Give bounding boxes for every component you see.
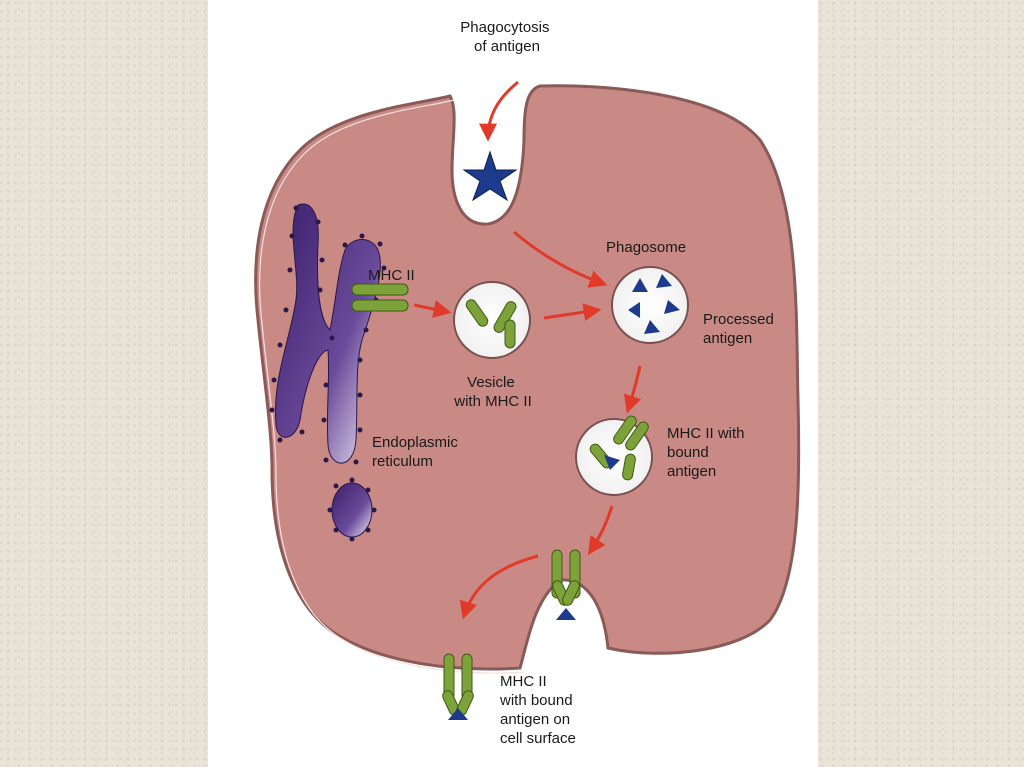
label-processed-antigen: Processed antigen xyxy=(703,311,778,347)
phagosome xyxy=(611,266,689,344)
cell-body xyxy=(254,84,801,671)
arrow-er-to-vesicle xyxy=(413,300,452,318)
arrow-bound-to-surface xyxy=(588,505,614,555)
label-mhc-ii-cell-surface: MHC II with bound antigen on cell surfac… xyxy=(499,673,577,747)
mhc-ii-in-er xyxy=(351,283,409,312)
arrow-to-phagosome xyxy=(513,230,608,288)
mhc-ii-cell-surface xyxy=(442,653,474,720)
cell-membrane-inner xyxy=(259,99,525,674)
label-endoplasmic-reticulum: Endoplasmic reticulum xyxy=(372,434,462,470)
vesicle-with-mhc-ii xyxy=(453,281,531,359)
pathway-arrows xyxy=(413,80,642,620)
mhc-ii-surface-notch xyxy=(551,549,581,620)
label-phagosome: Phagosome xyxy=(606,239,686,256)
label-phagocytosis: Phagocytosis of antigen xyxy=(460,19,553,55)
label-vesicle: Vesicle with MHC II xyxy=(453,374,532,410)
antigen-star xyxy=(462,150,518,202)
arrow-to-cell-surface xyxy=(459,554,539,620)
endoplasmic-reticulum xyxy=(269,203,387,542)
arrow-phagocytosis xyxy=(479,80,519,142)
label-mhc-ii: MHC II xyxy=(368,267,415,284)
arrow-phagosome-to-bound xyxy=(624,365,642,414)
label-mhc-ii-bound: MHC II with bound antigen xyxy=(667,425,749,480)
arrow-vesicle-to-phagosome xyxy=(543,303,602,322)
vesicle-mhc-ii-bound xyxy=(575,415,653,496)
